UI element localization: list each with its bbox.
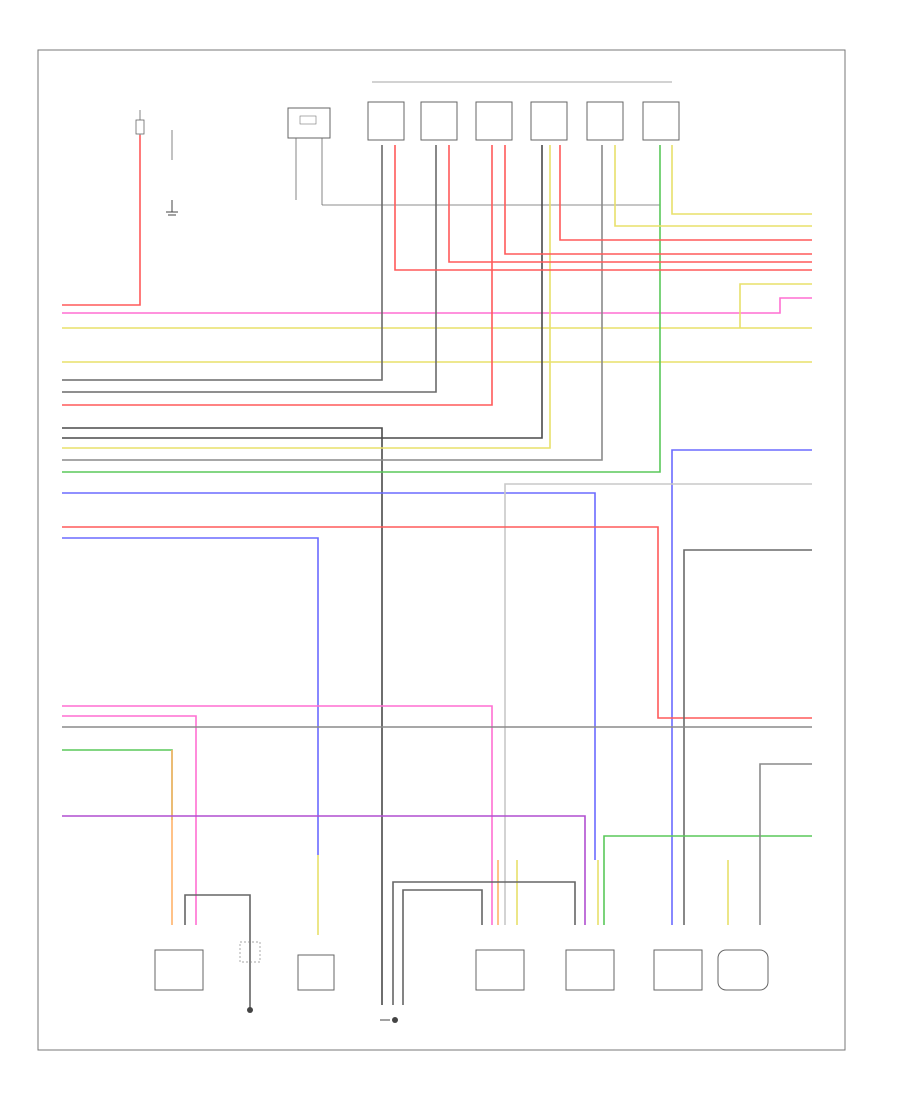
wire-inj6 (62, 145, 661, 473)
fuse-component (135, 110, 173, 160)
injector-1 (367, 101, 405, 141)
injector-6 (642, 101, 680, 141)
wire-inj1 (62, 145, 383, 381)
wire-inj4b (62, 145, 551, 449)
wire-blue-1 (62, 492, 596, 860)
injector-4 (530, 101, 568, 141)
ground-icon (166, 200, 178, 216)
wire-inj2-right (448, 145, 812, 263)
wire-blue-2 (62, 537, 319, 855)
wire-inj3 (62, 145, 493, 406)
lower-module-3 (475, 949, 525, 991)
ground-bus-bottom-2 (402, 889, 483, 1005)
wire-dark-right (683, 549, 812, 925)
wire-violet (62, 815, 586, 925)
injector-5 (586, 101, 624, 141)
connector-icon (239, 941, 261, 963)
lower-module-2 (297, 954, 335, 991)
ground-bus-bottom (392, 881, 576, 1005)
wire-inj2 (62, 145, 437, 393)
wire-dark-down (62, 427, 383, 1005)
wire-inj6-right (671, 145, 812, 215)
wire-yellow-branch (739, 283, 812, 328)
wire-inj5-right (614, 145, 812, 227)
injector-2 (420, 101, 458, 141)
wire-red-fuse (62, 135, 141, 306)
wire-inj1-right (394, 145, 812, 271)
wire-inj4 (62, 145, 543, 439)
ground-icon (380, 1017, 398, 1023)
ground-wire-left (184, 894, 251, 1010)
wire-pink-2 (62, 705, 493, 925)
wire-blue-3 (671, 449, 812, 925)
injector-3 (475, 101, 513, 141)
lower-module-1 (154, 949, 204, 991)
wire-lightgray (504, 483, 812, 925)
diagram-frame (37, 49, 846, 1051)
wire-inj4-right (559, 145, 812, 241)
lower-module-4 (565, 949, 615, 991)
wire-red-long (62, 526, 812, 719)
wire-inj5 (62, 145, 603, 461)
wire-gray-right-lower (759, 763, 812, 925)
wire-green-right (603, 835, 812, 925)
wire-green-1 (62, 749, 173, 820)
wire-pink-1 (62, 297, 812, 314)
lower-module-5 (653, 949, 703, 991)
wire-inj3-right (504, 145, 812, 255)
lower-module-6 (717, 949, 769, 991)
ground-icon (247, 1007, 253, 1013)
wire-pink-3 (62, 715, 197, 925)
